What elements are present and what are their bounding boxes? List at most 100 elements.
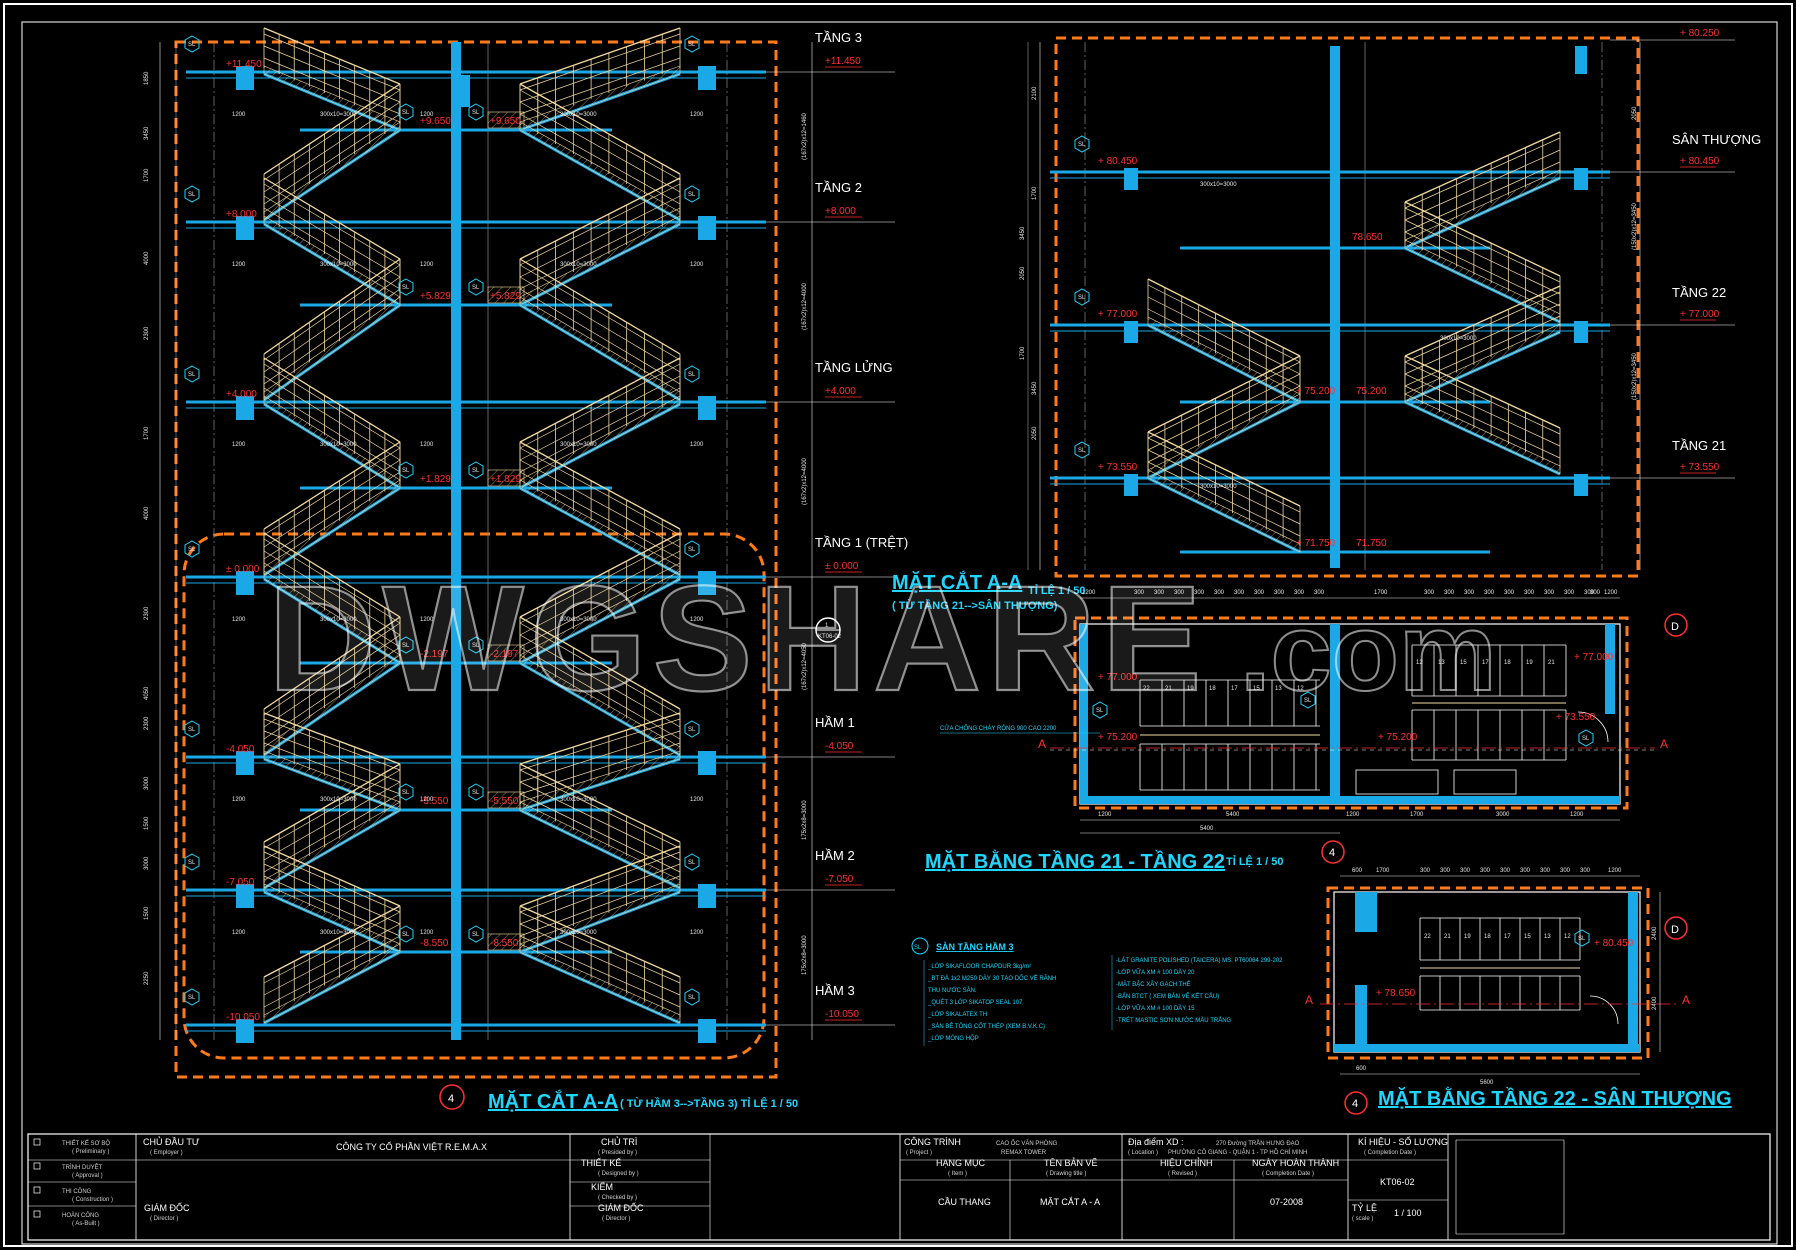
left-beam (236, 884, 254, 908)
left-flight-d-handrail (519, 441, 681, 530)
plan2-step-num: 12 (1564, 934, 1571, 940)
plan1-dim-top-value: 300 (1464, 590, 1475, 596)
left-level-name: HẦM 2 (815, 848, 855, 863)
notes-left-line: _QUÉT 3 LỚP SIKATOP SEAL 107 (927, 999, 1023, 1006)
plan-2122-grid-4: 4 (1329, 847, 1335, 859)
right-flight-e-rail-4 (1147, 308, 1301, 387)
left-dim-vertical: 2300 (144, 326, 150, 340)
notes-left-line: THU NƯỚC SÀN. (928, 987, 977, 994)
tb-stage-checkbox (33, 1186, 41, 1194)
plan2-dim-top-value: 300 (1440, 868, 1451, 874)
plan-2122-note: CỬA CHỐNG CHÁY RỘNG 900 CAO 2200 (940, 725, 1057, 732)
left-flight-a-rail-3 (263, 863, 401, 925)
sl-tag-label: SL (688, 995, 696, 1001)
left-flight-a-rail-2 (263, 538, 401, 624)
left-flight-b-rail-4 (263, 935, 401, 1008)
left-flight-a-rail-2 (263, 183, 401, 266)
plan-roof-boundary (1326, 886, 1650, 1060)
plan2-dim-bottom-value: 600 (1356, 1066, 1367, 1072)
tb-item-label: HẠNG MỤC (936, 1158, 985, 1168)
plan1-elev: + 75.200 (1098, 732, 1138, 743)
sl-tag-icon (184, 853, 200, 871)
left-flight-d-rail-3 (519, 781, 681, 861)
sl-tag-icon (1074, 288, 1090, 306)
left-flight-d-rail-3 (519, 101, 681, 193)
left-flight-c-rail-3 (519, 45, 681, 103)
left-flight-c-rail-4 (519, 387, 681, 473)
plan1-step-num-right: 21 (1548, 660, 1555, 666)
right-flight-g-steps (1147, 469, 1301, 553)
left-dim-1200: 1200 (420, 930, 434, 936)
left-flight-c-steps (519, 750, 681, 811)
right-level-name: SÂN THƯỢNG (1672, 132, 1761, 147)
right-flight-b-steps (1404, 239, 1561, 323)
left-flight-c-rail-2 (519, 538, 681, 624)
sl-tag-icon (684, 853, 700, 871)
right-flight-g-rail-3 (1147, 449, 1301, 525)
tb-stage-label: HOÀN CÔNG (62, 1212, 99, 1219)
left-flight-a-rail-2 (263, 718, 401, 771)
right-flight-b-rail-4 (1404, 231, 1561, 307)
left-flight-d-rail-3 (519, 634, 681, 728)
plan1-elev: + 77.000 (1098, 672, 1138, 683)
left-flight-a-rail-2 (263, 363, 401, 449)
tb-thietke: THIẾT KẾ (581, 1158, 621, 1168)
notes-left-line: _LỚP SIKAFLOOR CHAPDUR 3kg/m² (927, 963, 1031, 970)
right-floor-elev-left: + 73.550 (1098, 462, 1138, 473)
left-grid-bubble-label: 4 (448, 1093, 454, 1105)
left-flight-c-rail-2 (519, 718, 681, 771)
notes-right-line: -MẶT BẬC XÂY GẠCH THẺ (1116, 981, 1191, 988)
sl-tag-label: SL (688, 372, 696, 378)
left-dim-vertical: 1850 (144, 71, 150, 85)
plan-2122-boundary (1073, 616, 1629, 810)
right-dimensions: 21003450170020503450170020502050(150x2)x… (1020, 42, 1641, 570)
notes-right-line: -LỚP VỮA XM # 100 DÀY 20 (1116, 969, 1195, 976)
plan1-dim-top-value: 300 (1314, 590, 1325, 596)
left-flight-c-rail-3 (519, 863, 681, 925)
left-flight-b-rail-3 (263, 923, 401, 996)
left-flight-a-rail-2 (263, 851, 401, 913)
left-dim-step: 300x10=3000 (320, 797, 357, 803)
left-grid-lines (213, 42, 728, 1040)
left-dim-right-vertical: 175x2x8=3000 (802, 935, 808, 975)
left-dim-step: 300x10=3000 (560, 930, 597, 936)
right-stairs (1147, 131, 1561, 554)
left-landing-rail (487, 111, 525, 129)
left-floor-elev-left: -7.050 (226, 877, 255, 888)
plan1-dim-top-value: 300 (1174, 590, 1185, 596)
title-block-lines (28, 1134, 1565, 1240)
left-dim-1200: 1200 (690, 930, 704, 936)
sl-tag-label: SL (1078, 295, 1086, 301)
right-structure (1050, 46, 1610, 568)
left-dim-vertical: 3000 (144, 776, 150, 790)
plan-roof-cut-a-right: A (1682, 993, 1690, 1007)
tb-location2: PHƯỜNG CÔ GIANG - QUẬN 1 - TP HỒ CHÍ MIN… (1168, 1149, 1307, 1156)
sl-tag-label: SL (1078, 448, 1086, 454)
tb-stage-en: ( Construction ) (72, 1197, 113, 1203)
plan1-dim-top-value: 300 (1444, 590, 1455, 596)
left-flight-b-rail-4 (263, 646, 401, 740)
right-flight-f-rail-3 (1147, 373, 1301, 451)
sheet-border-outer (3, 3, 1793, 1247)
tb-giamdoc: GIÁM ĐỐC (598, 1202, 644, 1213)
left-flight-b-rail-2 (263, 89, 401, 181)
left-dim-1200: 1200 (420, 262, 434, 268)
left-beam (236, 751, 254, 775)
right-landing-elev: 75.200 (1356, 386, 1387, 397)
left-landing-elev: -8.550 (420, 938, 449, 949)
tb-project-label: CÔNG TRÌNH (904, 1137, 961, 1147)
left-landing-elev-right: -2.197 (490, 649, 519, 660)
tb-scale: 1 / 100 (1394, 1208, 1422, 1218)
left-flight-a-rail-3 (263, 195, 401, 278)
left-landing-elev-right: +5.829 (490, 291, 521, 302)
notes-right-line: -LỚP VỮA XM # 100 DÀY 15 (1116, 1005, 1195, 1012)
left-dim-1200: 1200 (420, 442, 434, 448)
right-flight-f-rail-2 (1147, 361, 1301, 439)
left-dim-vertical: 4000 (144, 506, 150, 520)
left-landing-elev-right: +9.650 (490, 116, 521, 127)
watermark: DWGSHARE .com (267, 553, 1498, 723)
plan1-dim-top-value: 300 (1234, 590, 1245, 596)
right-beam (1574, 168, 1588, 190)
